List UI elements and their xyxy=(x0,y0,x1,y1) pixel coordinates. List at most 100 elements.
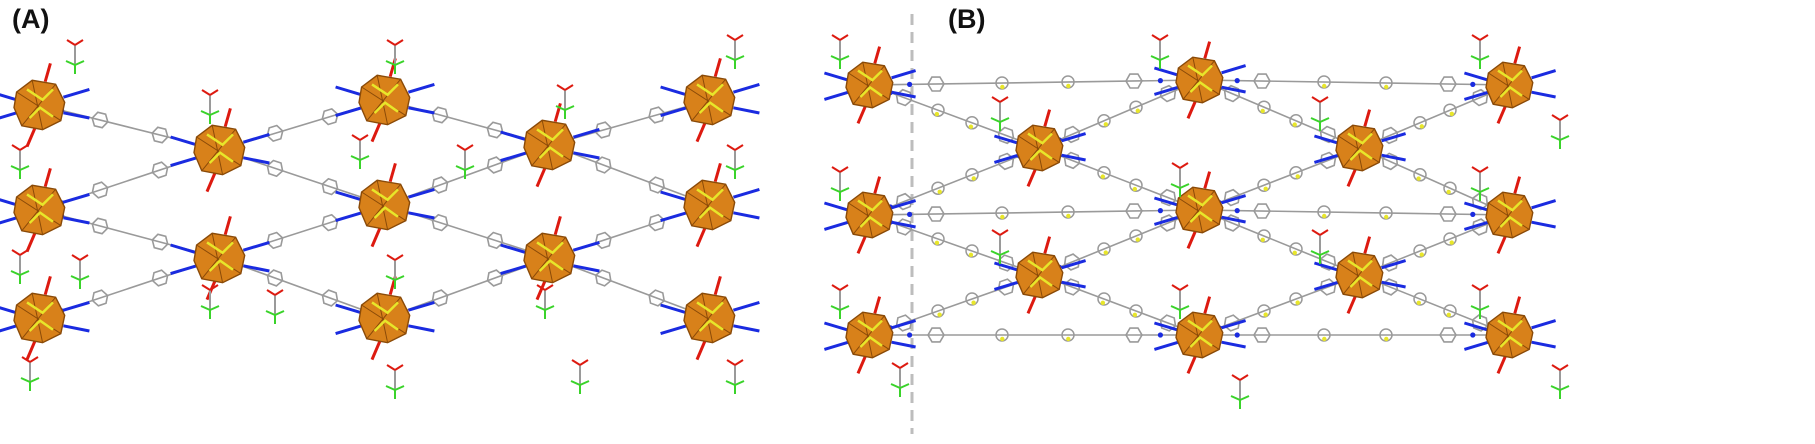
s-bridge xyxy=(1187,319,1213,332)
f-bond xyxy=(579,380,590,386)
pyridine-ring xyxy=(91,289,109,307)
f-bond xyxy=(839,187,850,193)
triflate-anion xyxy=(990,229,1010,264)
pyridine-ring xyxy=(594,156,612,174)
n-atom xyxy=(1470,81,1476,87)
o-ligand xyxy=(553,102,562,123)
n-atom xyxy=(1470,332,1476,338)
metal-cluster xyxy=(993,236,1087,314)
o-ligand xyxy=(695,340,707,361)
f-bond xyxy=(999,250,1010,256)
metal-cluster xyxy=(0,62,90,148)
n-ligand xyxy=(573,151,600,160)
thiophene-sulfur xyxy=(1100,300,1106,306)
s-bridge xyxy=(1027,132,1053,145)
s-bridge xyxy=(857,319,883,332)
thiophene-ring xyxy=(931,103,945,117)
thiophene-ring xyxy=(1443,181,1457,195)
f-bond xyxy=(455,165,466,171)
n-ligand xyxy=(242,240,270,252)
cluster-core xyxy=(13,79,66,131)
triflate-anion xyxy=(725,144,745,179)
o-bond xyxy=(579,359,589,366)
triflate-anion xyxy=(1470,166,1490,201)
f-bond xyxy=(1479,305,1490,311)
n-ligand xyxy=(1313,153,1339,164)
s-bridge xyxy=(536,128,564,142)
cluster-edge xyxy=(541,120,554,170)
metal-cluster xyxy=(1153,171,1247,249)
bipyridine-linker xyxy=(1039,209,1201,276)
pyridine-ring xyxy=(91,181,109,199)
f-bond xyxy=(209,305,220,311)
thiophene-ring xyxy=(965,292,979,306)
o-ligand xyxy=(43,275,52,296)
pyridine-ring xyxy=(1125,73,1143,89)
pyridine-ring xyxy=(321,108,339,126)
thiophene-sulfur xyxy=(1260,237,1265,243)
o-ligand xyxy=(370,122,382,143)
o-bond xyxy=(1171,284,1181,291)
linker-backbone xyxy=(1039,209,1201,276)
pyridine-ring xyxy=(997,152,1015,171)
triflate-anion xyxy=(1310,96,1330,131)
thiophene-ring xyxy=(1413,244,1427,258)
n-ligand xyxy=(1531,90,1556,99)
o-bond xyxy=(1311,229,1321,236)
s-bridge xyxy=(1187,64,1213,77)
pyridine-ring xyxy=(927,76,945,92)
o-ligand xyxy=(205,172,217,193)
o-bond xyxy=(556,84,566,91)
thiophene-sulfur xyxy=(1295,174,1300,179)
triflate-anion xyxy=(10,144,30,179)
linker-backbone xyxy=(549,257,711,319)
n-ligand xyxy=(1463,71,1489,82)
s-bridge xyxy=(371,188,399,202)
n-ligand xyxy=(170,156,198,168)
o-bond xyxy=(386,39,396,46)
n-ligand xyxy=(63,324,90,333)
f-bond xyxy=(70,275,81,281)
pyridine-ring xyxy=(927,327,945,343)
cluster-core xyxy=(683,292,736,344)
metal-cluster xyxy=(660,162,760,248)
thiophene-ring xyxy=(931,181,945,195)
f-bond xyxy=(839,55,850,61)
triflate-anion xyxy=(830,166,850,201)
o-ligand xyxy=(43,167,52,188)
pyridine-ring xyxy=(1159,214,1177,232)
thiophene-sulfur xyxy=(937,312,942,317)
f-bond xyxy=(10,270,21,276)
pyridine-ring xyxy=(1439,206,1457,222)
o-bond xyxy=(266,289,276,296)
s-bridge xyxy=(696,83,724,97)
pyridine-ring xyxy=(91,111,109,129)
o-ligand xyxy=(1496,236,1507,254)
o-bond xyxy=(394,364,404,371)
cluster-edge xyxy=(376,75,389,125)
triflate-anion xyxy=(555,84,575,119)
thiophene-ring xyxy=(1443,232,1457,246)
s-bridge xyxy=(1347,132,1373,145)
o-bond xyxy=(386,254,396,261)
n-ligand xyxy=(1153,196,1179,207)
f-bond xyxy=(725,380,736,386)
o-ligand xyxy=(713,275,722,296)
o-bond xyxy=(734,359,744,366)
thiophene-sulfur xyxy=(934,111,940,117)
thiophene-ring xyxy=(1257,304,1271,318)
o-ligand xyxy=(873,46,882,64)
triflate-anion xyxy=(1150,34,1170,69)
cluster-core xyxy=(358,179,411,231)
s-bridge xyxy=(208,258,234,272)
triflate-anion xyxy=(890,362,910,397)
triflate-anion xyxy=(70,254,90,289)
f-bond xyxy=(359,155,370,161)
f-bond xyxy=(839,305,850,311)
thiophene-sulfur xyxy=(1135,237,1140,242)
cluster-core xyxy=(193,124,246,176)
metal-cluster xyxy=(660,275,760,361)
thiophene-ring xyxy=(1257,178,1271,192)
pyridine-ring xyxy=(648,213,666,232)
thiophene-ring xyxy=(1289,242,1303,256)
